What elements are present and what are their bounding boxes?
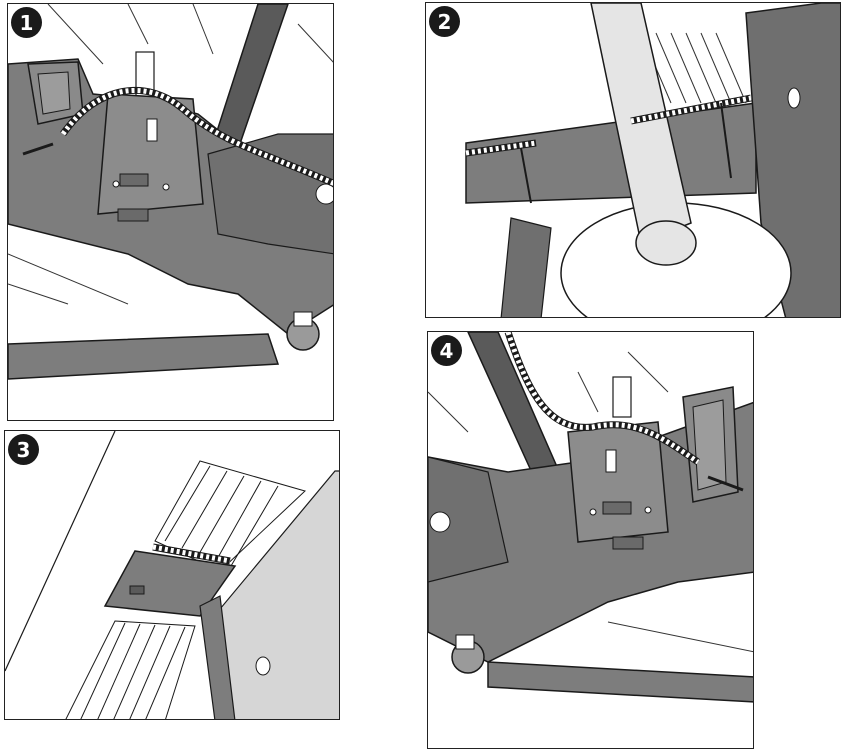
step-1-illustration: [8, 4, 334, 421]
step-3-badge: 3: [8, 434, 39, 465]
step-3-illustration: [5, 431, 340, 720]
step-4-badge: 4: [431, 335, 462, 366]
step-3-panel: 3: [4, 430, 340, 720]
step-1-badge: 1: [11, 7, 42, 38]
step-1-panel: 1: [7, 3, 334, 421]
step-4-illustration: [428, 332, 754, 749]
step-4-panel: 4: [427, 331, 754, 749]
step-2-illustration: [426, 3, 841, 318]
step-2-panel: 2: [425, 2, 841, 318]
step-2-badge: 2: [429, 6, 460, 37]
